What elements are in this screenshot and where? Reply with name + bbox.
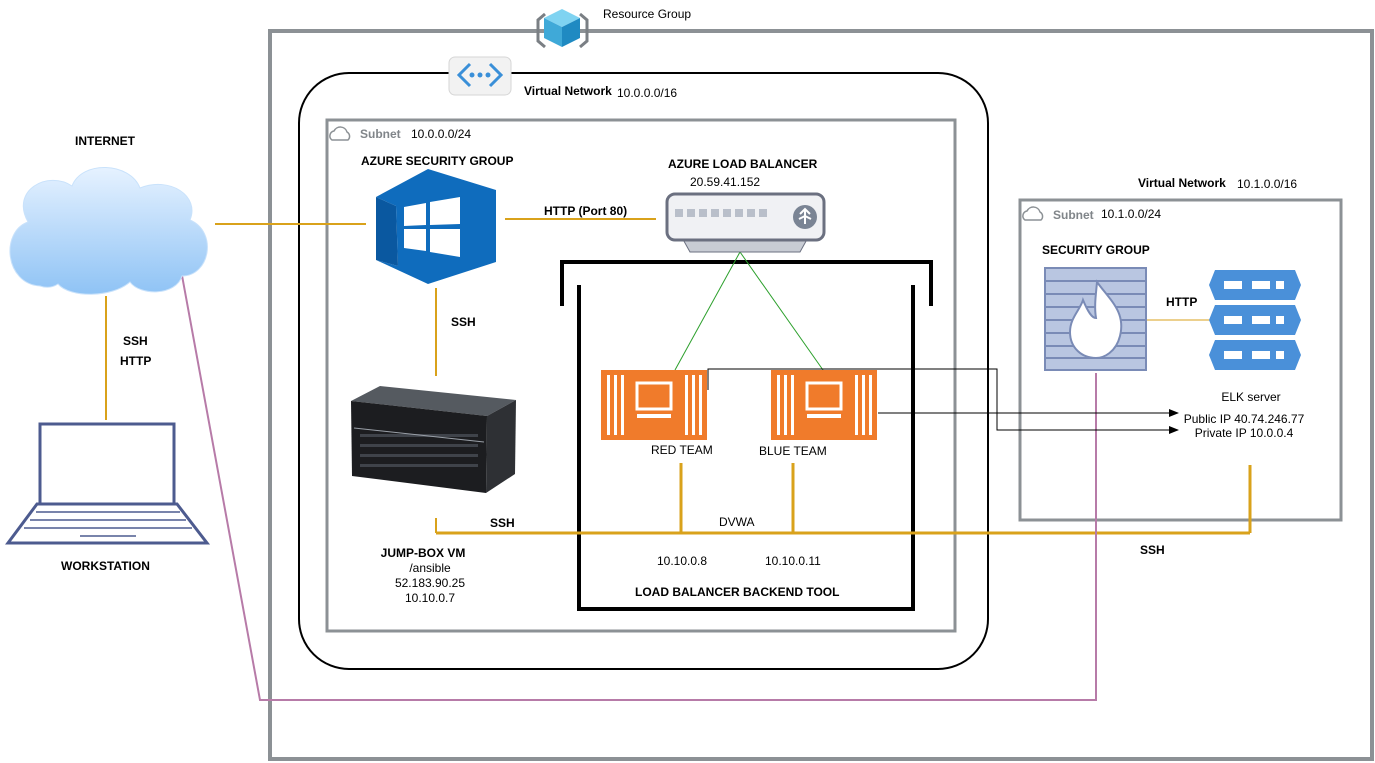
ssh-sg-jump-label: SSH: [451, 315, 476, 329]
resource-group-box: [268, 29, 1374, 761]
subnet1-box: [325, 118, 957, 633]
ssh-jump-bus-label: SSH: [490, 516, 515, 530]
azure-sg-label: AZURE SECURITY GROUP: [361, 154, 514, 168]
vnet1-box: [298, 72, 989, 670]
subnet1-cidr: 10.0.0.0/24: [411, 127, 472, 141]
load-balancer-icon: [665, 192, 826, 253]
load-balancer-label: AZURE LOAD BALANCER: [668, 157, 818, 171]
load-balancer-ip: 20.59.41.152: [690, 175, 761, 189]
dvwa-label: DVWA: [719, 515, 755, 529]
vnet2-label: Virtual Network: [1138, 176, 1226, 190]
http-port80-label: HTTP (Port 80): [544, 204, 628, 218]
jumpbox-title: JUMP-BOX VM: [380, 546, 466, 560]
http-elk-label: HTTP: [1166, 295, 1198, 309]
azure-devops-windows-icon: [376, 169, 496, 284]
http-internet-label: HTTP: [120, 354, 152, 368]
firewall-icon: [1044, 267, 1147, 371]
subnet2-box: [1018, 198, 1343, 522]
ssh-internet-label: SSH: [123, 334, 148, 348]
elk-sg-label: SECURITY GROUP: [1042, 243, 1150, 257]
jumpbox-sub: /ansible: [409, 561, 451, 575]
elk-label: ELK server: [1221, 390, 1281, 404]
subnet2-label: Subnet: [1053, 208, 1094, 222]
subnet2-cidr: 10.1.0.0/24: [1101, 207, 1162, 221]
subnet1-label: Subnet: [360, 127, 401, 141]
blue-team-label: BLUE TEAM: [759, 444, 827, 458]
server-icon: [351, 386, 516, 493]
elk-server-icon: [1209, 270, 1301, 370]
jumpbox-private-ip: 10.10.0.7: [404, 591, 456, 605]
vm-icon: [601, 370, 707, 440]
gold-links: [105, 218, 1252, 535]
subnet-cloud-icon: [329, 126, 1044, 221]
internet-cloud-icon: [9, 167, 208, 295]
workstation-label: WORKSTATION: [61, 559, 150, 573]
red-team-ip: 10.10.0.8: [657, 554, 708, 568]
virtual-network-icon: [448, 56, 512, 96]
elk-private-ip: Private IP 10.0.0.4: [1194, 426, 1294, 440]
lb-backend-links: [674, 251, 824, 371]
vm-icon: [771, 370, 877, 440]
resource-group-label: Resource Group: [603, 7, 692, 21]
ssh-elk-label: SSH: [1140, 543, 1165, 557]
purple-ssh-path: [180, 269, 1097, 701]
red-team-label: RED TEAM: [651, 443, 713, 457]
elk-public-ip: Public IP 40.74.246.77: [1183, 412, 1305, 426]
laptop-icon: [5, 422, 211, 545]
jumpbox-public-ip: 52.183.90.25: [394, 576, 466, 590]
backend-label: LOAD BALANCER BACKEND TOOL: [635, 585, 840, 599]
vnet1-cidr: 10.0.0.0/16: [617, 86, 678, 100]
elk-arrows: [707, 368, 1179, 434]
resource-group-icon: [536, 9, 589, 49]
vnet1-label: Virtual Network: [524, 84, 612, 98]
blue-team-ip: 10.10.0.11: [765, 554, 821, 568]
internet-label: INTERNET: [75, 134, 135, 148]
vnet2-cidr: 10.1.0.0/16: [1237, 177, 1298, 191]
